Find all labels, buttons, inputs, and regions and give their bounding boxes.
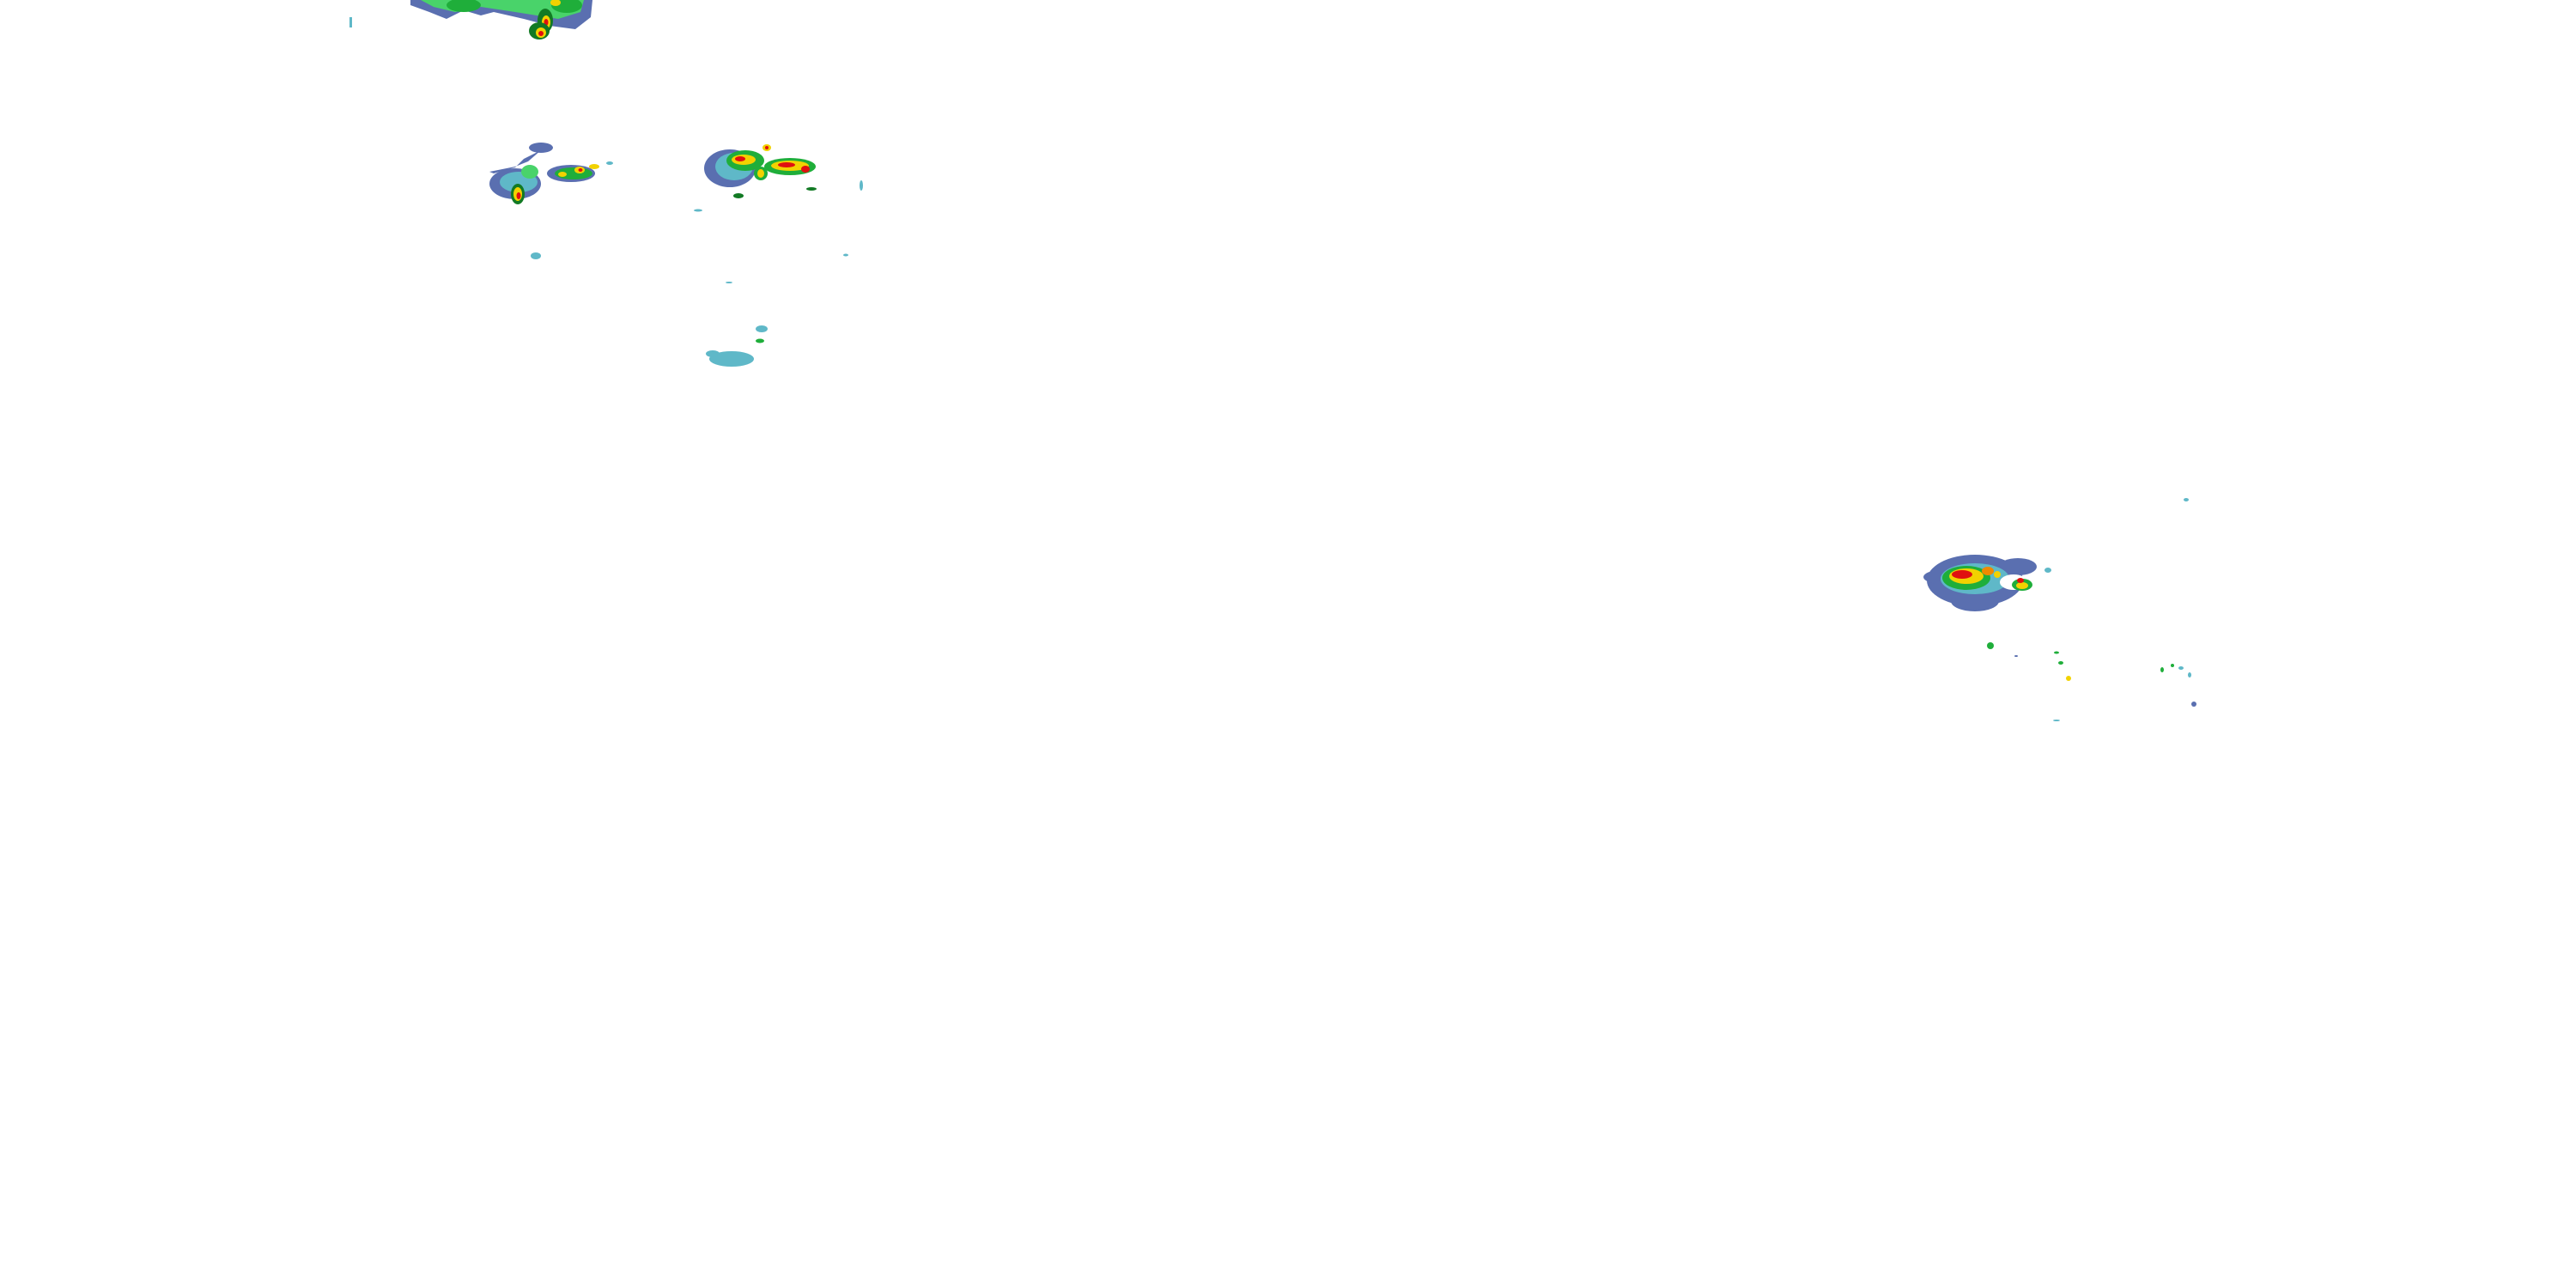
reflectivity-light-green (521, 165, 538, 179)
scattered-cells (1987, 498, 2196, 721)
reflectivity-light-blue (489, 146, 550, 173)
storm-cell-top (349, 0, 592, 39)
reflectivity-red (578, 168, 583, 172)
reflectivity-cyan (706, 350, 720, 357)
reflectivity-light-blue (1999, 558, 2037, 575)
reflectivity-light-blue (2014, 655, 2018, 657)
reflectivity-yellow (2016, 582, 2028, 589)
reflectivity-yellow (2066, 676, 2071, 681)
reflectivity-green (2054, 651, 2059, 654)
reflectivity-cyan (2178, 666, 2184, 670)
storm-cell-right (1923, 555, 2051, 611)
reflectivity-green (2160, 667, 2164, 672)
reflectivity-red (801, 166, 810, 173)
reflectivity-red (765, 146, 769, 149)
reflectivity-yellow (550, 0, 561, 6)
reflectivity-red (538, 31, 544, 36)
reflectivity-cyan (694, 209, 702, 212)
reflectivity-cyan (349, 17, 352, 27)
reflectivity-cyan (709, 351, 754, 367)
reflectivity-yellow (757, 169, 764, 178)
reflectivity-red (516, 192, 521, 199)
reflectivity-light-blue (1951, 591, 1999, 611)
reflectivity-cyan (2044, 568, 2051, 573)
reflectivity-cyan (756, 325, 768, 332)
storm-cell-left-middle (489, 143, 613, 259)
reflectivity-cyan (726, 282, 732, 283)
reflectivity-cyan (860, 180, 863, 191)
precip-area-small (706, 282, 768, 367)
reflectivity-dark-green (733, 193, 744, 198)
reflectivity-cyan (843, 253, 848, 257)
reflectivity-yellow (1994, 571, 2001, 578)
reflectivity-red (778, 162, 795, 167)
reflectivity-red (2017, 578, 2024, 583)
reflectivity-cyan (606, 161, 613, 165)
reflectivity-cyan (2188, 672, 2191, 677)
reflectivity-cyan (2184, 498, 2189, 501)
reflectivity-light-blue (529, 143, 553, 153)
reflectivity-red (735, 156, 745, 161)
reflectivity-cyan (2053, 720, 2060, 721)
reflectivity-green (1987, 642, 1994, 649)
reflectivity-dark-green (806, 187, 817, 191)
reflectivity-yellow (558, 172, 567, 177)
reflectivity-green (447, 0, 481, 12)
reflectivity-yellow (589, 164, 599, 169)
reflectivity-light-blue (2191, 702, 2196, 707)
reflectivity-cyan (531, 252, 541, 259)
reflectivity-orange (1982, 567, 1994, 575)
reflectivity-green (756, 338, 764, 343)
reflectivity-green (2058, 661, 2063, 665)
storm-cell-center-middle (694, 144, 863, 257)
reflectivity-red (1952, 570, 1972, 579)
reflectivity-green (2171, 664, 2174, 667)
